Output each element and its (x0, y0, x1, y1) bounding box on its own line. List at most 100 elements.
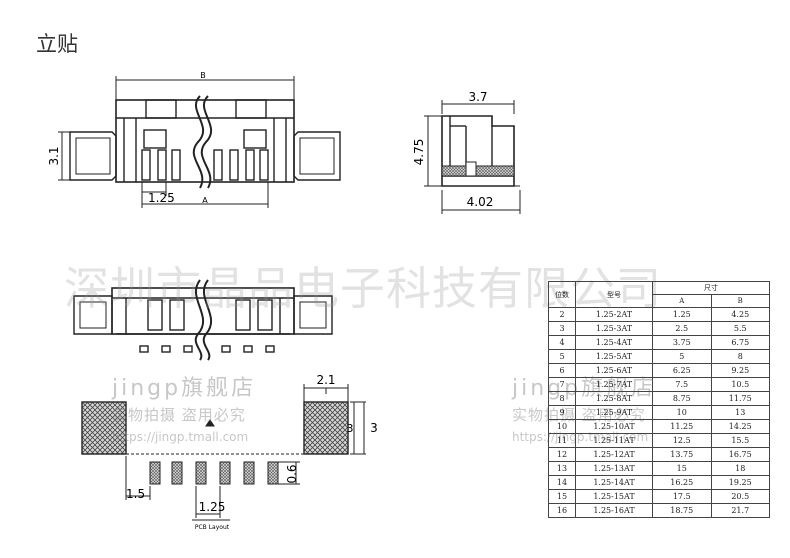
cell-b: 14.25 (710, 419, 770, 434)
cell-model: 1.25-3AT (575, 321, 653, 336)
front-view (58, 76, 341, 208)
header-a: A (652, 294, 712, 308)
cell-pins: 10 (548, 419, 576, 434)
bottom-view (73, 279, 333, 361)
pcb-layout-label: PCB Layout (195, 524, 230, 531)
cell-pins: 16 (548, 503, 576, 518)
cell-model: 1.25-7AT (575, 377, 653, 392)
cell-b: 19.25 (710, 475, 770, 490)
cell-a: 12.5 (652, 433, 712, 448)
watermark-shop-left: jingp旗舰店 (112, 376, 257, 401)
cell-pins: 14 (548, 475, 576, 490)
pcb-3a-label: 3 (347, 422, 354, 435)
pcb-21-label: 2.1 (316, 373, 335, 387)
cell-pins: 7 (548, 377, 576, 392)
dim-height-label: 3.1 (47, 146, 61, 165)
pcb-15-label: 1.5 (126, 487, 145, 501)
cell-model: 1.25-14AT (575, 475, 653, 490)
dim-A-label: A (202, 196, 208, 205)
side-height-label: 4.75 (412, 139, 426, 166)
cell-a: 2.5 (652, 321, 712, 336)
watermark-notice-left: 实物拍摄 盗用必究 (112, 406, 246, 424)
cell-model: 1.25-5AT (575, 349, 653, 364)
cell-model: 1.25-2AT (575, 307, 653, 322)
pcb-layout (81, 384, 366, 521)
cell-b: 4.25 (710, 307, 770, 322)
cell-b: 15.5 (710, 433, 770, 448)
cell-b: 10.5 (710, 377, 770, 392)
side-pin-hatch (441, 165, 515, 177)
cell-a: 3.75 (652, 335, 712, 350)
cell-model: 1.25-10AT (575, 419, 653, 434)
cell-model: 1.25-8AT (575, 391, 653, 406)
cell-pins: 6 (548, 363, 576, 378)
cell-a: 11.25 (652, 419, 712, 434)
cell-model: 1.25-12AT (575, 447, 653, 462)
cell-model: 1.25-4AT (575, 335, 653, 350)
side-base-label: 4.02 (467, 195, 494, 209)
cell-a: 6.25 (652, 363, 712, 378)
cell-b: 20.5 (710, 489, 770, 504)
dim-B-label: B (200, 71, 206, 80)
cell-b: 5.5 (710, 321, 770, 336)
header-model: 型号 (575, 281, 653, 308)
pcb-3b-label: 3 (370, 421, 378, 435)
cell-b: 9.25 (710, 363, 770, 378)
cell-pins: 11 (548, 433, 576, 448)
dim-pitch-label: 1.25 (148, 191, 175, 205)
cell-b: 16.75 (710, 447, 770, 462)
cell-a: 7.5 (652, 377, 712, 392)
cell-b: 8 (710, 349, 770, 364)
cell-model: 1.25-11AT (575, 433, 653, 448)
cell-pins: 4 (548, 335, 576, 350)
pcb-06-label: 0.6 (285, 464, 299, 483)
cell-a: 10 (652, 405, 712, 420)
page-title: 立贴 (36, 32, 78, 56)
cell-model: 1.25-13AT (575, 461, 653, 476)
cell-a: 8.75 (652, 391, 712, 406)
cell-a: 5 (652, 349, 712, 364)
cell-b: 21.7 (710, 503, 770, 518)
header-pins: 位数 (548, 281, 576, 308)
cell-model: 1.25-6AT (575, 363, 653, 378)
header-size: 尺寸 (652, 281, 770, 295)
pcb-125-label: 1.25 (199, 500, 226, 514)
cell-pins: 3 (548, 321, 576, 336)
cell-pins: 8 (548, 391, 576, 406)
cell-a: 16.25 (652, 475, 712, 490)
cell-pins: 12 (548, 447, 576, 462)
cell-b: 18 (710, 461, 770, 476)
cell-pins: 5 (548, 349, 576, 364)
cell-model: 1.25-9AT (575, 405, 653, 420)
side-width-label: 3.7 (468, 90, 487, 104)
cell-model: 1.25-16AT (575, 503, 653, 518)
cell-pins: 13 (548, 461, 576, 476)
cell-a: 17.5 (652, 489, 712, 504)
cell-a: 1.25 (652, 307, 712, 322)
cell-pins: 15 (548, 489, 576, 504)
cell-pins: 2 (548, 307, 576, 322)
cell-b: 11.75 (710, 391, 770, 406)
cell-b: 13 (710, 405, 770, 420)
cell-a: 18.75 (652, 503, 712, 518)
cell-a: 13.75 (652, 447, 712, 462)
header-b: B (710, 294, 770, 308)
cell-pins: 9 (548, 405, 576, 420)
cell-b: 6.75 (710, 335, 770, 350)
